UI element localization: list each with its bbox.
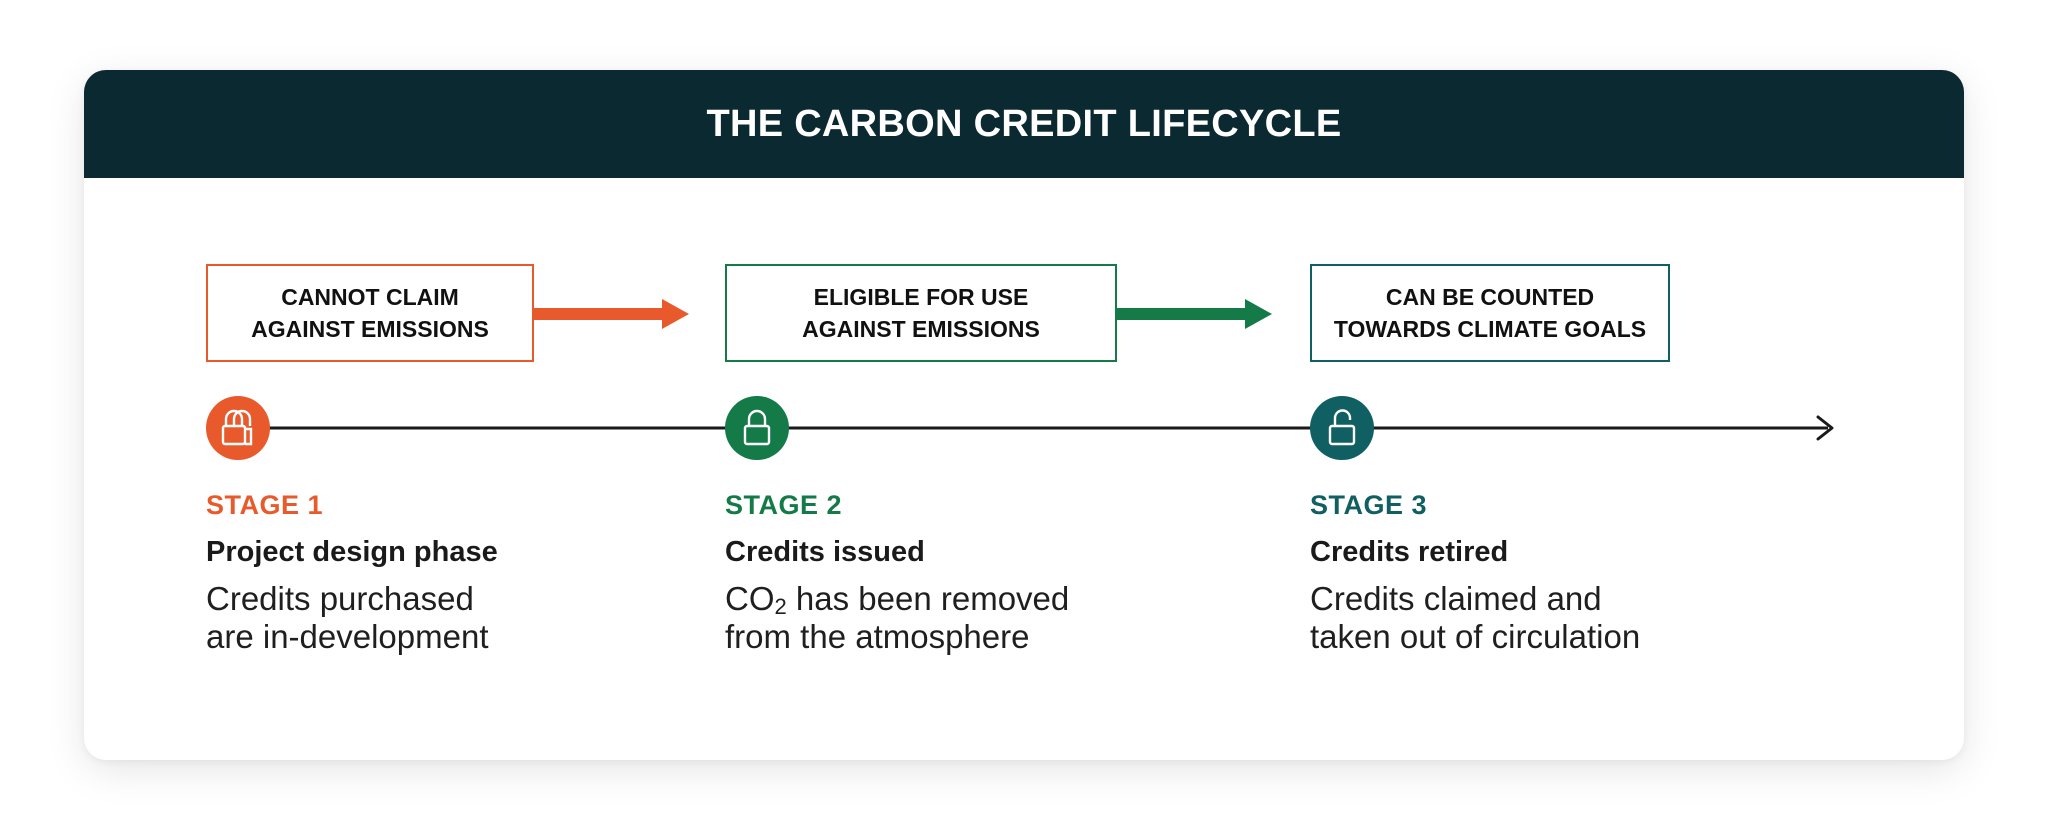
stage-1-heading: Project design phase	[206, 536, 498, 568]
stage-2-desc-line2: from the atmosphere	[725, 618, 1030, 655]
stage-1-desc-line1: Credits purchased	[206, 580, 474, 617]
state-box-2-line2: AGAINST EMISSIONS	[802, 316, 1040, 342]
stage-3-desc-line2: taken out of circulation	[1310, 618, 1641, 655]
lifecycle-card: THE CARBON CREDIT LIFECYCLE	[84, 70, 1964, 760]
co2-subscript: 2	[774, 594, 787, 619]
stage-1-description: Credits purchased are in-development	[206, 580, 489, 656]
stage-3-marker	[1310, 396, 1374, 460]
arrow-stage1-to-stage2	[532, 299, 689, 329]
state-box-1: CANNOT CLAIM AGAINST EMISSIONS	[206, 264, 534, 362]
co2-text: CO	[725, 580, 775, 617]
state-box-3: CAN BE COUNTED TOWARDS CLIMATE GOALS	[1310, 264, 1670, 362]
stage-2-marker	[725, 396, 789, 460]
stage-2-desc-line1-rest: has been removed	[786, 580, 1070, 617]
state-box-3-line2: TOWARDS CLIMATE GOALS	[1333, 316, 1647, 342]
state-box-3-line1: CAN BE COUNTED	[1385, 284, 1595, 310]
state-box-2: ELIGIBLE FOR USE AGAINST EMISSIONS	[725, 264, 1117, 362]
stage-2-desc-line1: CO2 has been removed	[725, 580, 1069, 618]
stage-2-label: STAGE 2	[725, 490, 843, 520]
state-box-1-line1: CANNOT CLAIM	[281, 284, 459, 310]
stage-3-label: STAGE 3	[1310, 490, 1428, 520]
page-title: THE CARBON CREDIT LIFECYCLE	[706, 102, 1342, 145]
card-header: THE CARBON CREDIT LIFECYCLE	[84, 70, 1964, 178]
double-lock-icon	[221, 409, 253, 446]
stage-2-description: CO2 has been removed from the atmosphere	[725, 580, 1069, 656]
stage-1-label: STAGE 1	[206, 490, 324, 520]
stage-3-heading: Credits retired	[1310, 536, 1509, 568]
stage-2-heading: Credits issued	[725, 536, 925, 568]
unlocked-icon	[1328, 409, 1356, 446]
state-box-1-line2: AGAINST EMISSIONS	[251, 316, 489, 342]
arrow-stage2-to-stage3	[1115, 299, 1272, 329]
stage-3-description: Credits claimed and taken out of circula…	[1310, 580, 1640, 656]
stage-1-desc-line2: are in-development	[206, 618, 489, 655]
stage-1-marker	[206, 396, 270, 460]
state-box-2-line1: ELIGIBLE FOR USE	[813, 284, 1029, 310]
stage-3-desc-line1: Credits claimed and	[1310, 580, 1602, 617]
lock-icon	[743, 409, 771, 446]
